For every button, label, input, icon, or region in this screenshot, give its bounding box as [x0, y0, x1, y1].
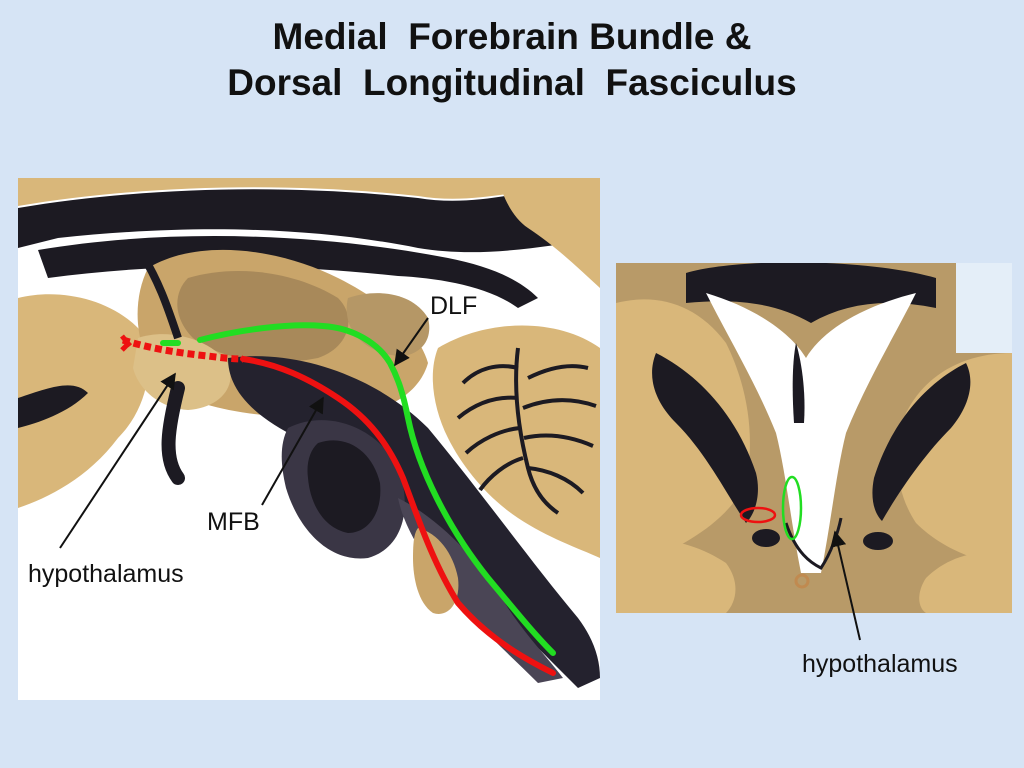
dlf-tract-line [197, 322, 556, 656]
title-line-2: Dorsal Longitudinal Fasciculus [227, 62, 797, 103]
coronal-brain-illustration [616, 263, 1012, 613]
hypothalamus-label-right: hypothalamus [802, 650, 958, 678]
pons-dark-core [307, 440, 381, 533]
mfb-tract-line [240, 356, 556, 676]
left-hemisphere-light [616, 299, 750, 573]
right-dark-spot [863, 532, 893, 550]
sagittal-brain-illustration [18, 178, 600, 688]
infundibulum [794, 573, 810, 589]
hypothalamus-label-left: hypothalamus [28, 560, 184, 588]
right-temporal [919, 551, 1012, 613]
cortex-dark-band [18, 178, 600, 253]
olive [413, 528, 459, 614]
mfb-tract-dashed [121, 336, 244, 363]
septum [792, 343, 805, 423]
left-temporal [616, 539, 736, 613]
mfb-marker-ellipse [739, 506, 777, 524]
left-dark-spot [752, 529, 780, 547]
mfb-label: MFB [207, 508, 260, 536]
coronal-section-image [616, 263, 1012, 613]
cortex-upper-right [498, 178, 600, 288]
fornix [134, 245, 182, 340]
thalamus-shading [177, 270, 349, 362]
cortex-light-band [18, 178, 600, 206]
callosum-arch [686, 263, 936, 323]
mfb-tract-fork [120, 334, 132, 352]
sagittal-section-image [18, 178, 600, 700]
left-internal-capsule [652, 353, 758, 523]
title-line-1: Medial Forebrain Bundle & [272, 16, 752, 57]
dlf-label: DLF [430, 292, 478, 320]
cerebellum [432, 325, 600, 558]
right-internal-capsule [872, 363, 971, 521]
optic-stalk [161, 381, 185, 485]
cerebellar-folia [456, 347, 597, 515]
callosum-dark [38, 236, 538, 308]
lateral-ventricles [706, 293, 916, 573]
dlf-marker-ellipse [781, 475, 803, 541]
slide-title: Medial Forebrain Bundle & Dorsal Longitu… [0, 14, 1024, 106]
